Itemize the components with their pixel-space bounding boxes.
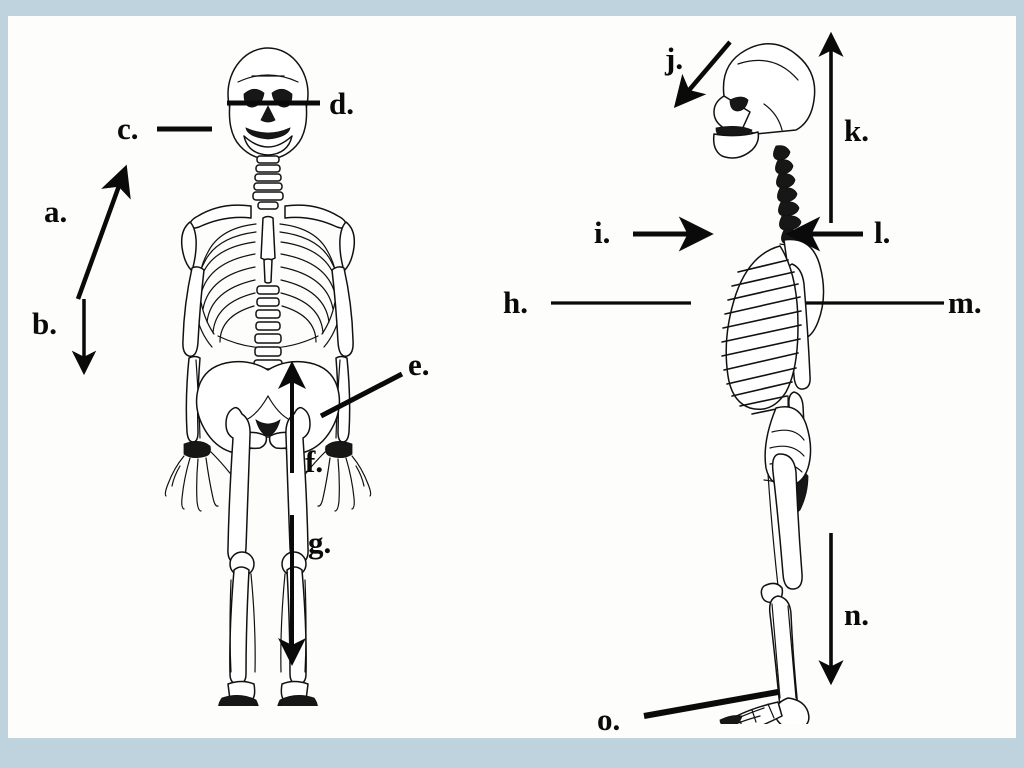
skull-lateral <box>712 43 816 159</box>
label-a: a. <box>44 194 68 229</box>
label-f: f. <box>305 444 324 479</box>
lumbar-spine-anterior <box>253 285 283 370</box>
label-j: j. <box>665 41 684 76</box>
label-g: g. <box>308 525 332 560</box>
worksheet-page: a. b. c. d. e. f. g. h. i. j. k. l. m. n… <box>8 16 1016 738</box>
label-h: h. <box>503 285 528 320</box>
left-foot-anterior <box>218 680 259 706</box>
pelvis-anterior <box>195 360 341 454</box>
label-m: m. <box>948 285 982 320</box>
label-b: b. <box>32 306 57 341</box>
thoracic-vertebrae <box>257 201 279 210</box>
foot-lateral <box>719 697 810 724</box>
label-i: i. <box>594 215 611 250</box>
skull-anterior <box>227 47 309 160</box>
lower-limb-lateral <box>719 453 810 724</box>
cervical-spine-anterior <box>252 155 284 201</box>
left-lower-limb-anterior <box>218 406 259 706</box>
left-upper-limb-anterior <box>164 266 237 512</box>
label-o: o. <box>597 702 621 737</box>
label-c: c. <box>117 111 139 146</box>
left-hand-anterior <box>164 451 237 512</box>
label-k: k. <box>844 113 869 148</box>
skeleton-anterior-figure <box>164 47 372 706</box>
label-d: d. <box>329 86 354 121</box>
rib-cage-lateral <box>721 245 802 415</box>
right-foot-anterior <box>277 680 318 706</box>
label-l: l. <box>874 215 891 250</box>
label-n: n. <box>844 597 869 632</box>
label-e: e. <box>408 347 430 382</box>
